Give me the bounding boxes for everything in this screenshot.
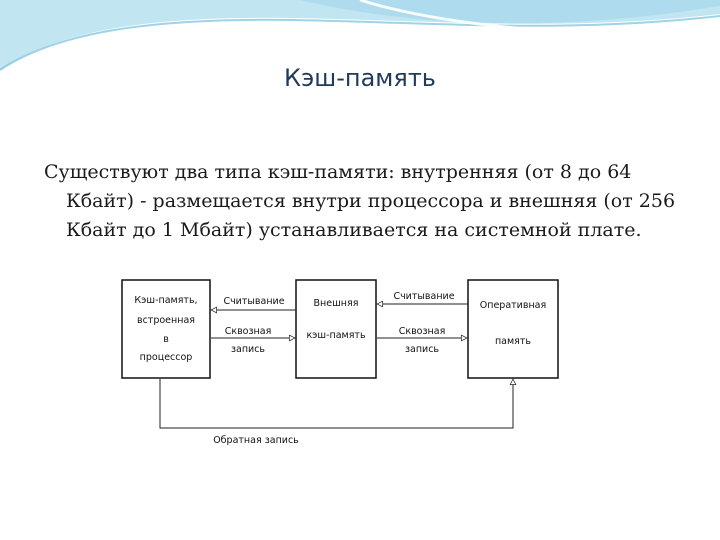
ram-label-2: память [495, 336, 531, 347]
writethrough-right-label-2: запись [405, 344, 439, 355]
slide-title: Кэш-память [0, 64, 720, 92]
writethrough-right-label-1: Сквозная [399, 326, 446, 337]
writeback-label: Обратная запись [213, 435, 299, 446]
internal-cache-label-1: Кэш-память, [134, 295, 197, 306]
external-cache-box [296, 280, 376, 378]
ram-box [468, 280, 558, 378]
internal-cache-label-3: в [163, 334, 169, 345]
body-text: Существуют два типа кэш-памяти: внутренн… [44, 158, 684, 266]
writethrough-left-label-1: Сквозная [225, 326, 272, 337]
internal-cache-label-4: процессор [140, 352, 193, 363]
writethrough-left-label-2: запись [231, 344, 265, 355]
ram-label-1: Оперативная [480, 300, 546, 311]
read-right-label: Считывание [393, 291, 454, 302]
internal-cache-label-2: встроенная [137, 315, 195, 326]
external-cache-label-1: Внешняя [314, 298, 359, 309]
body-paragraph: Существуют два типа кэш-памяти: внутренн… [44, 158, 684, 245]
cache-diagram: Кэш-память, встроенная в процессор Внешн… [118, 276, 570, 452]
writeback-arrow [160, 379, 513, 428]
external-cache-label-2: кэш-память [306, 330, 366, 341]
decorative-swoosh [0, 0, 720, 110]
read-left-label: Считывание [223, 296, 284, 307]
